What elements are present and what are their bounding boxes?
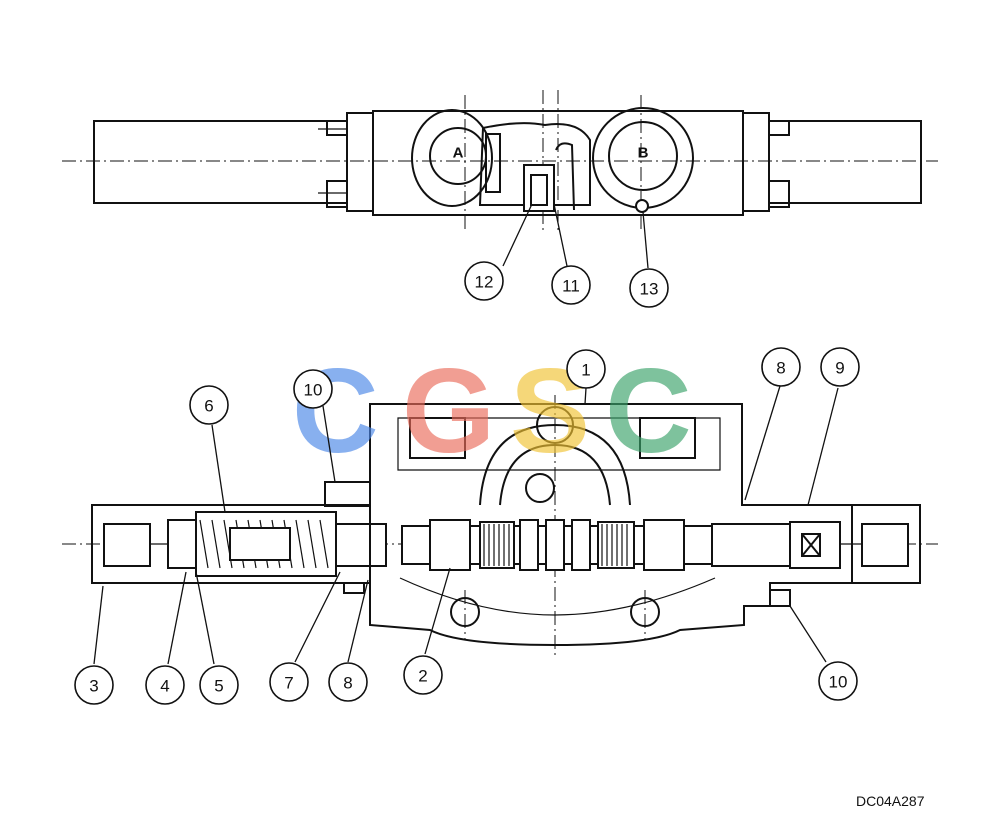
callout-c5: 5 — [199, 665, 239, 705]
callout-c1: 1 — [566, 349, 606, 389]
callout-label-1: 1 — [581, 361, 590, 380]
callout-c10a: 10 — [293, 369, 333, 409]
watermark-letter-g: G — [402, 344, 495, 478]
callout-c10b: 10 — [818, 661, 858, 701]
section-view — [62, 395, 938, 655]
callout-c12: 12 — [464, 261, 504, 301]
callout-label-4: 4 — [160, 677, 169, 696]
callout-label-11: 11 — [562, 277, 580, 296]
callout-label-7: 7 — [284, 674, 293, 693]
callout-label-10a: 10 — [304, 381, 323, 400]
callout-c6: 6 — [189, 385, 229, 425]
leader-lines — [93, 203, 839, 665]
callout-label-10b: 10 — [829, 673, 848, 692]
callout-label-12: 12 — [475, 273, 494, 292]
callout-c8b: 8 — [328, 662, 368, 702]
callout-label-13: 13 — [640, 280, 659, 299]
top-view: A B — [62, 90, 938, 232]
callout-label-2: 2 — [418, 667, 427, 686]
callout-label-6: 6 — [204, 397, 213, 416]
callout-c3: 3 — [74, 665, 114, 705]
callout-label-5: 5 — [214, 677, 223, 696]
callout-c4: 4 — [145, 665, 185, 705]
figure-code: DC04A287 — [856, 793, 925, 809]
callout-c7: 7 — [269, 662, 309, 702]
callout-label-3: 3 — [89, 677, 98, 696]
callout-label-8a: 8 — [776, 359, 785, 378]
watermark-letter-c2: C — [605, 344, 692, 478]
callout-c2: 2 — [403, 655, 443, 695]
watermark-letter-c1: C — [292, 344, 379, 478]
callout-c11: 11 — [551, 265, 591, 305]
port-b-label: B — [638, 145, 649, 162]
callout-label-8b: 8 — [343, 674, 352, 693]
port-a-label: A — [453, 145, 464, 162]
callout-c9: 9 — [820, 347, 860, 387]
watermark: C G S C — [292, 344, 692, 478]
callout-c13: 13 — [629, 268, 669, 308]
callout-c8a: 8 — [761, 347, 801, 387]
callout-label-9: 9 — [835, 359, 844, 378]
